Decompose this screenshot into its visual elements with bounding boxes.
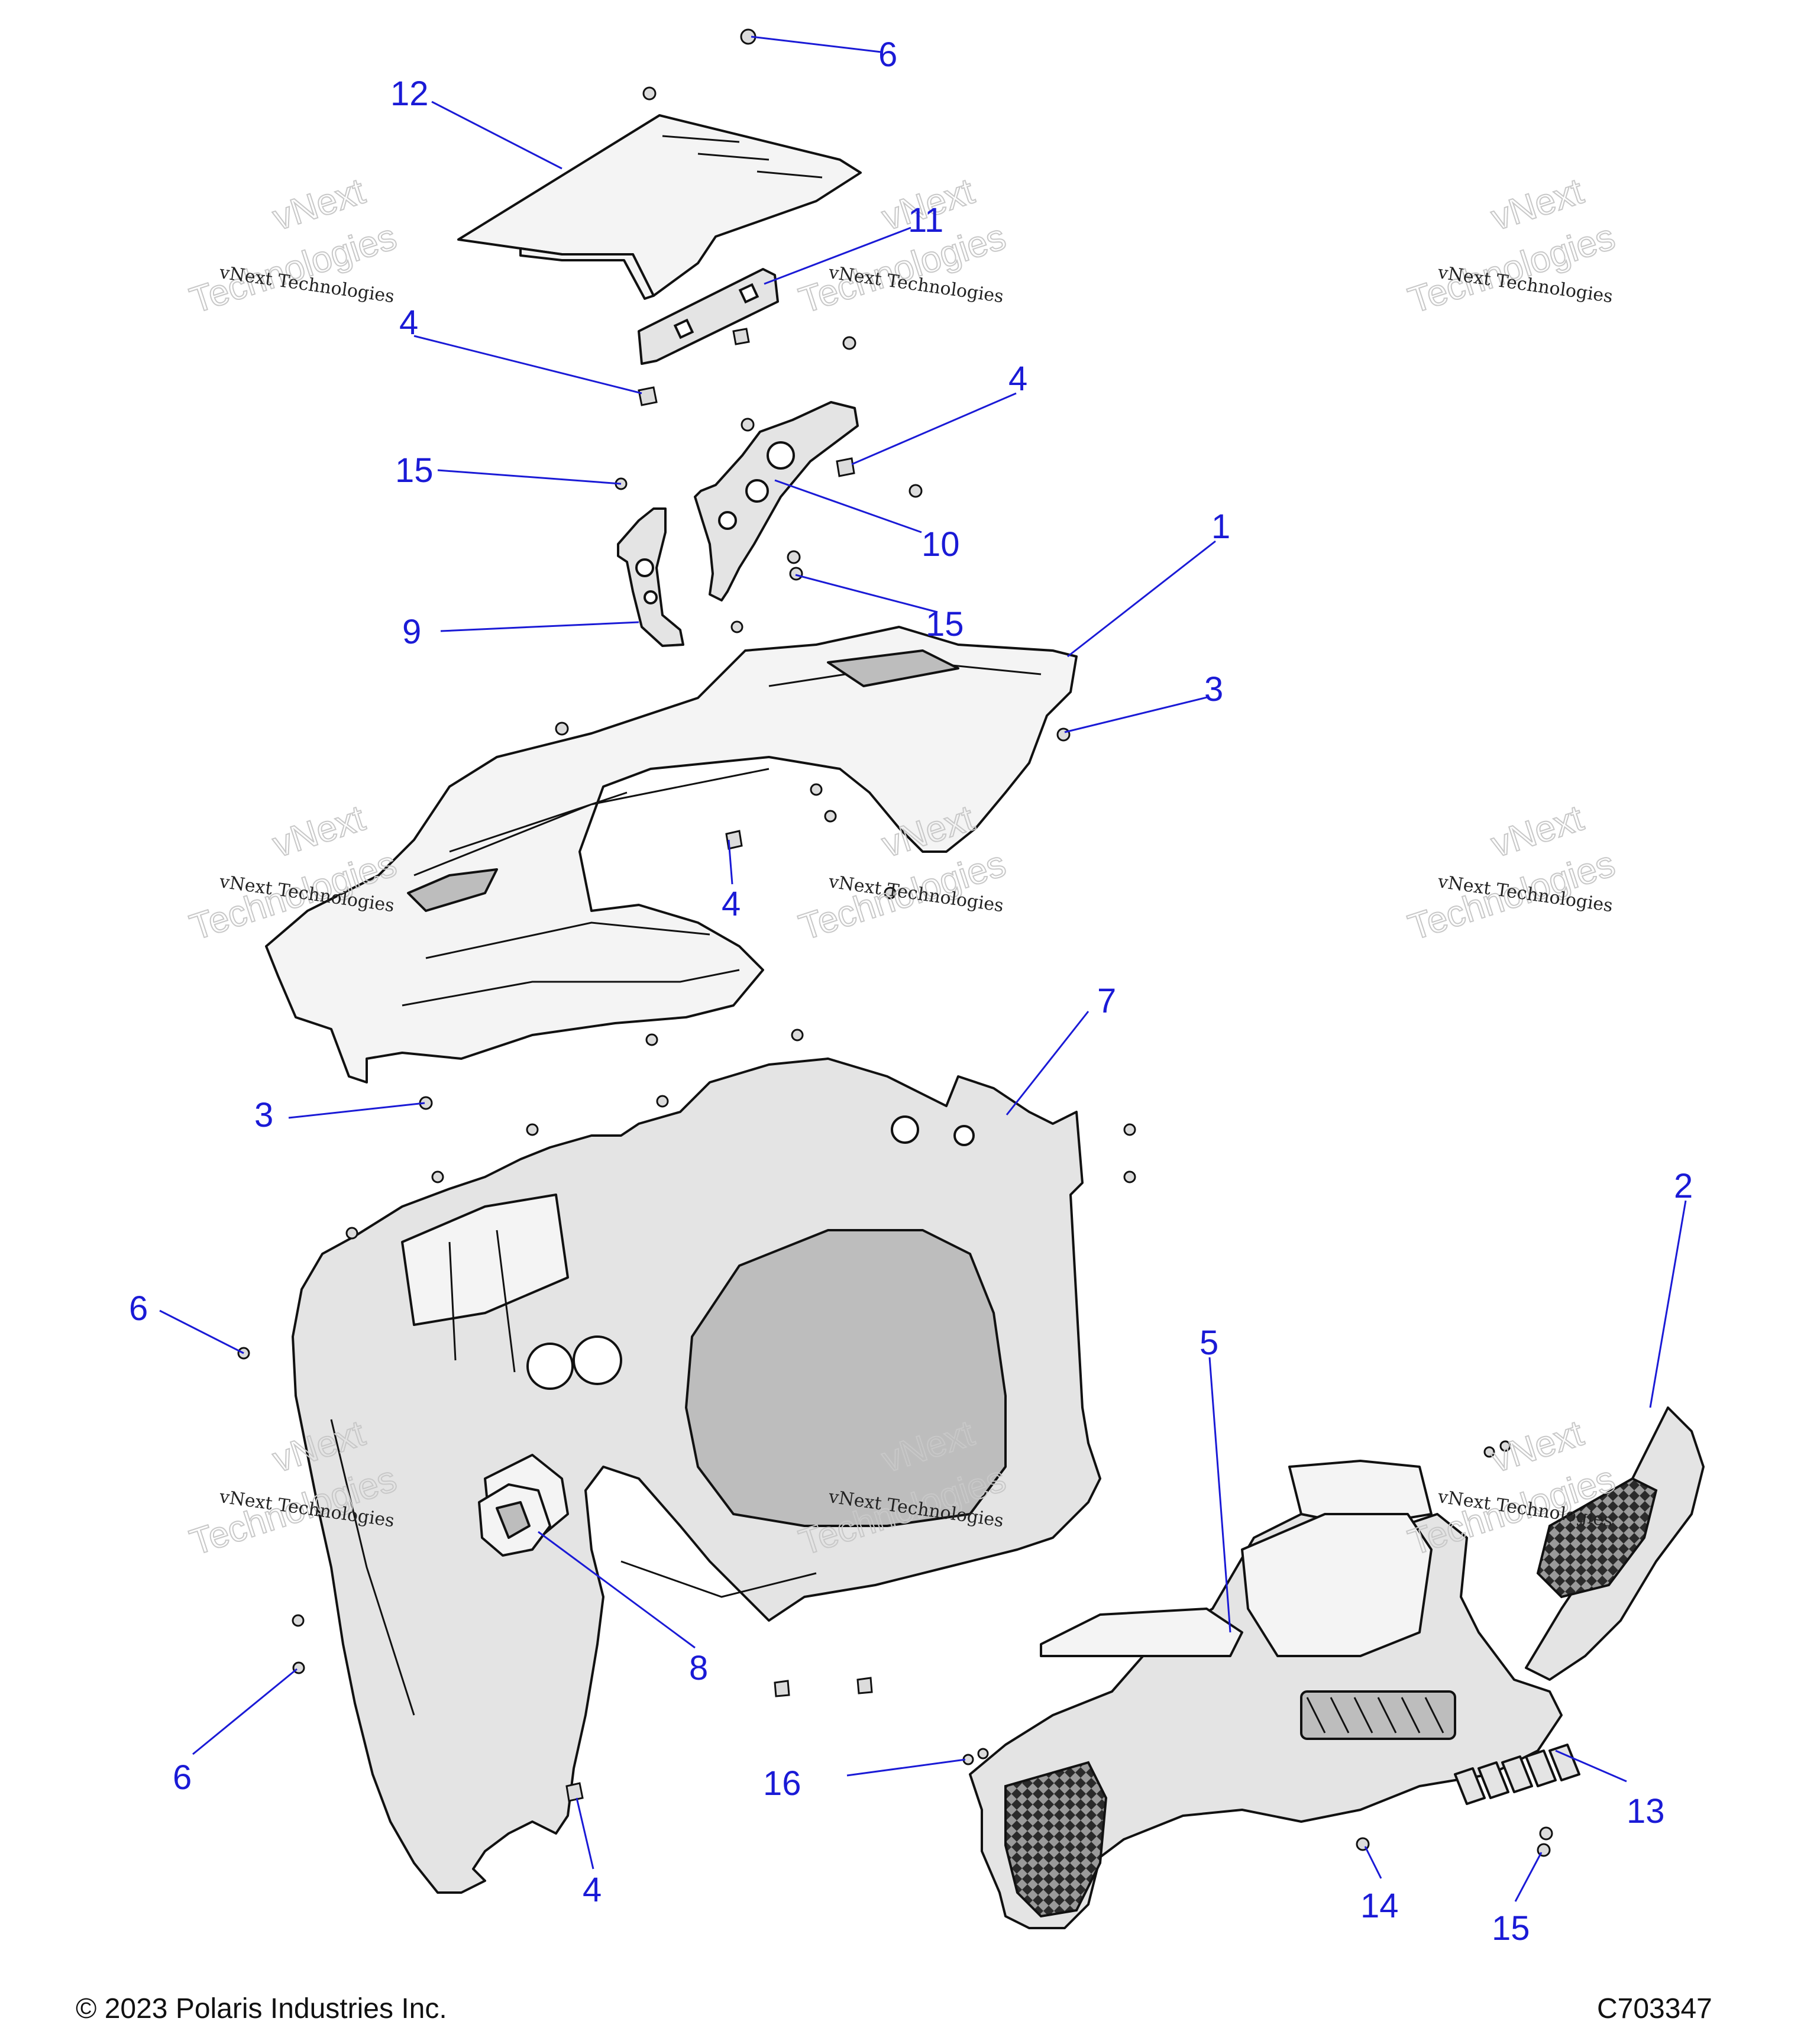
leader-7	[1006, 1011, 1089, 1115]
leader-4b	[851, 392, 1017, 465]
leader-6a	[751, 35, 882, 53]
leader-4c	[728, 839, 733, 885]
callout-9: 9	[402, 613, 421, 651]
leader-lines	[159, 35, 1687, 1902]
leader-16	[846, 1758, 966, 1777]
leader-5	[1208, 1357, 1231, 1633]
callout-16: 16	[763, 1764, 801, 1803]
leader-15a	[437, 469, 622, 485]
part-7-dash-panel	[292, 1057, 1101, 1894]
callout-12: 12	[390, 75, 429, 113]
part-1-dash-frame	[265, 626, 1078, 1084]
part-9-bracket	[617, 507, 684, 647]
callout-7: 7	[1097, 982, 1116, 1020]
leader-4d	[576, 1797, 594, 1870]
leader-6b	[159, 1309, 244, 1354]
callout-8: 8	[689, 1649, 708, 1687]
fasteners	[237, 28, 1553, 1857]
leader-15b	[795, 574, 938, 613]
callout-15b: 15	[926, 605, 964, 643]
callout-4d: 4	[583, 1871, 602, 1909]
callout-10: 10	[922, 525, 960, 564]
leader-14	[1364, 1846, 1382, 1879]
leader-6c	[192, 1668, 298, 1755]
leader-2	[1649, 1200, 1687, 1408]
part-5-front-fascia	[969, 1460, 1563, 1929]
copyright-text: © 2023 Polaris Industries Inc.	[76, 1993, 447, 2024]
watermark-1: vNext Technologies vNext Technologies	[185, 170, 402, 322]
part-13-clips	[1454, 1744, 1580, 1805]
leader-1	[1067, 540, 1216, 658]
callout-2: 2	[1674, 1167, 1693, 1205]
callout-11: 11	[908, 201, 943, 240]
callout-13: 13	[1627, 1792, 1665, 1830]
callout-4a: 4	[399, 303, 418, 342]
callout-6c: 6	[173, 1758, 192, 1797]
leader-10	[774, 479, 922, 533]
watermark-6: vNext Technologies vNext Technologies	[1403, 797, 1621, 949]
part-10-bracket	[694, 401, 859, 601]
callout-4b: 4	[1008, 360, 1027, 398]
leader-11	[764, 227, 911, 285]
callout-5: 5	[1200, 1324, 1218, 1362]
part-8-socket	[478, 1483, 551, 1557]
part-2-grille-panel	[1525, 1406, 1705, 1681]
leader-8	[538, 1531, 696, 1649]
callout-6a: 6	[878, 35, 897, 74]
callout-labels: 1 2 3 3 4 4 4 4 5 6 6 6 7 8 9 10 11 12 1…	[129, 35, 1693, 1948]
callout-1: 1	[1211, 507, 1230, 546]
callout-15c: 15	[1492, 1909, 1530, 1948]
part-12-top-cover	[457, 114, 862, 300]
callout-3b: 3	[254, 1096, 273, 1134]
leader-9	[440, 621, 639, 632]
callout-4c: 4	[722, 885, 741, 923]
drawing-number: C703347	[1597, 1993, 1712, 2024]
callout-3a: 3	[1204, 670, 1223, 709]
leader-3b	[288, 1102, 425, 1119]
callout-15a: 15	[395, 451, 434, 490]
leader-15c	[1514, 1852, 1543, 1902]
leader-12	[431, 101, 562, 170]
leader-13	[1555, 1749, 1627, 1783]
callout-14: 14	[1360, 1887, 1399, 1925]
leader-3a	[1064, 696, 1210, 733]
callout-6b: 6	[129, 1289, 148, 1328]
part-11-bracket	[638, 268, 779, 365]
watermark-3: vNext Technologies vNext Technologies	[1403, 170, 1621, 322]
leader-4a	[413, 335, 642, 394]
